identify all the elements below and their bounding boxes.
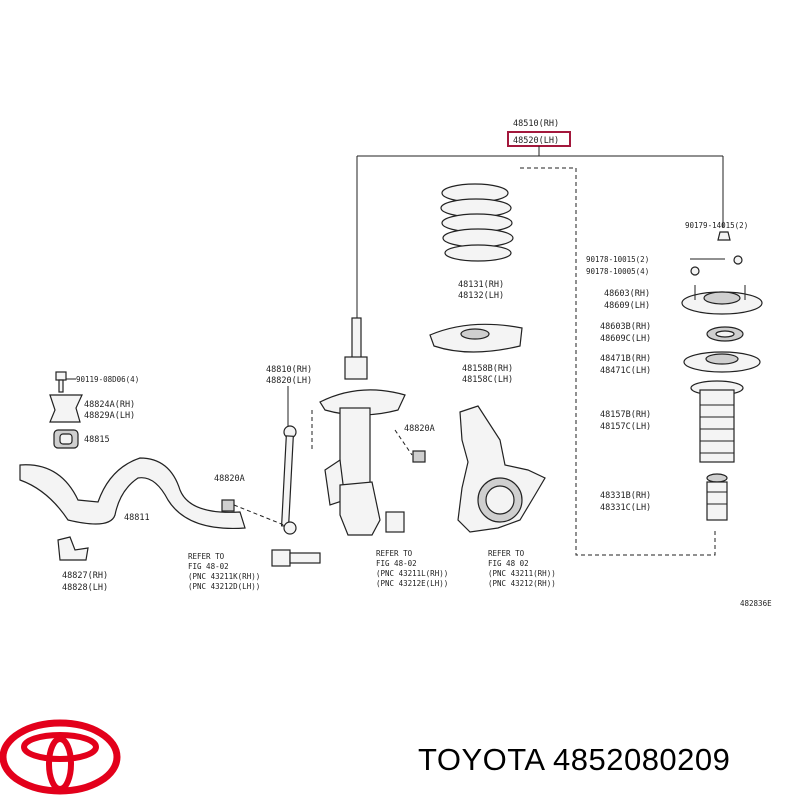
stabilizer-bushing: [53, 429, 79, 449]
bearing-label-lh: 48609C(LH): [600, 334, 651, 344]
refer-knuckle-line-2: FIG 48 02: [488, 559, 529, 568]
spring-label-rh: 48131(RH): [458, 280, 504, 290]
nut-2: [733, 255, 743, 265]
strut-collar: [385, 511, 405, 533]
dust-boot: [690, 380, 744, 463]
bumper-label-rh: 48331B(RH): [600, 491, 651, 501]
refer-mid-line-3: (PNC 43211L(RH)): [376, 569, 448, 578]
assembly-dashed-outline: [520, 167, 716, 556]
mount-label-lh: 48609(LH): [604, 301, 650, 311]
refer-knuckle-line-4: (PNC 43212(RH)): [488, 579, 556, 588]
nut-top: [717, 231, 731, 241]
nut-4-label: 90178-10005(4): [586, 267, 649, 276]
link-label-rh: 48810(RH): [266, 365, 312, 375]
refer-bolt-line-2: FIG 48-02: [188, 562, 229, 571]
refer-bolt-line-4: (PNC 43212D(LH)): [188, 582, 260, 591]
nut-48820a-left-label: 48820A: [214, 474, 245, 484]
nut-48820a-right-label: 48820A: [404, 424, 435, 434]
bushing-label: 48815: [84, 435, 110, 445]
bump-stop: [706, 473, 728, 521]
clamp-label-rh: 48827(RH): [62, 571, 108, 581]
bearing-label-rh: 48603B(RH): [600, 322, 651, 332]
stabilizer-clamp: [57, 536, 89, 561]
seat-label-lh: 48471C(LH): [600, 366, 651, 376]
assembly-label-lh: 48520(LH): [513, 136, 559, 146]
nut-2-label: 90178-10015(2): [586, 255, 649, 264]
strut-mount: [681, 285, 763, 315]
shock-absorber-strut: [311, 317, 413, 536]
strut-bolt: [271, 549, 321, 567]
coil-spring: [440, 183, 514, 262]
diagram-id: 482836E: [740, 599, 772, 608]
mount-bolt: [55, 371, 67, 393]
assembly-label-rh: 48510(RH): [513, 119, 559, 129]
brand-part-number: TOYOTA 4852080209: [418, 742, 731, 777]
bolt-label: 90119-08D06(4): [76, 375, 139, 384]
refer-bolt-line-3: (PNC 43211K(RH)): [188, 572, 260, 581]
refer-mid-line-2: FIG 48-02: [376, 559, 417, 568]
toyota-logo: [0, 719, 121, 795]
stabilizer-bar: [19, 457, 246, 530]
link-nut-left: [221, 499, 235, 512]
refer-bolt-line-1: REFER TO: [188, 552, 225, 561]
stabilizer-bar-label: 48811: [124, 513, 150, 523]
seat-label-rh: 48471B(RH): [600, 354, 651, 364]
upper-spring-seat: [683, 351, 761, 373]
clamp-label-lh: 48828(LH): [62, 583, 108, 593]
boot-label-lh: 48157C(LH): [600, 422, 651, 432]
spring-insulator: [429, 323, 523, 353]
nut-4: [690, 266, 700, 276]
boot-label-rh: 48157B(RH): [600, 410, 651, 420]
refer-knuckle-line-1: REFER TO: [488, 549, 525, 558]
insulator-label-rh: 48158B(RH): [462, 364, 513, 374]
steering-knuckle: [457, 405, 546, 533]
insulator-label-lh: 48158C(LH): [462, 375, 513, 385]
refer-knuckle-line-3: (PNC 43211(RH)): [488, 569, 556, 578]
bracket-label-rh: 48824A(RH): [84, 400, 135, 410]
stabilizer-bracket: [49, 394, 83, 423]
refer-mid-line-4: (PNC 43212E(LH)): [376, 579, 448, 588]
link-label-lh: 48820(LH): [266, 376, 312, 386]
nut-top-label: 90179-14015(2): [685, 221, 748, 230]
bracket-label-lh: 48829A(LH): [84, 411, 135, 421]
bumper-label-lh: 48331C(LH): [600, 503, 651, 513]
stabilizer-link: [280, 425, 297, 535]
spring-label-lh: 48132(LH): [458, 291, 504, 301]
refer-mid-line-1: REFER TO: [376, 549, 413, 558]
link-nut-right: [412, 450, 426, 463]
mount-label-rh: 48603(RH): [604, 289, 650, 299]
